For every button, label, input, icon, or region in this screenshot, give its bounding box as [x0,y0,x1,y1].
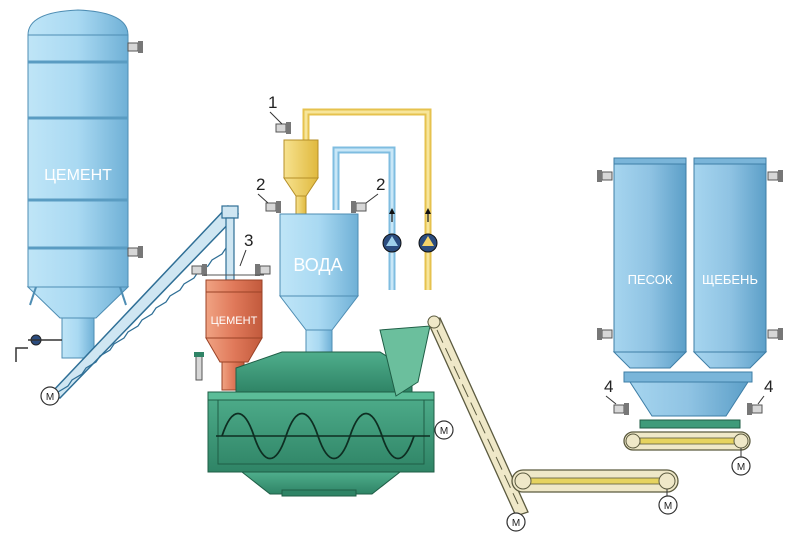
motor-label: M [512,518,520,529]
cement-weigh-hopper: ЦЕМЕНТ [191,264,271,391]
sand-bin: ПЕСОК [597,157,688,369]
motor-label: M [664,501,672,512]
callout-number: 4 [604,377,613,396]
callout-number: 4 [764,377,773,396]
concrete-mixer: M [207,325,454,497]
callout-4-right: 4 [757,377,773,405]
callout-number: 1 [268,93,277,112]
callout-2-right: 2 [365,175,385,204]
pump-icon [382,208,402,253]
callout-number: 3 [244,231,253,250]
gravel-bin-label: ЩЕБЕНЬ [702,272,758,287]
load-cell-icon [265,201,281,213]
load-cell-icon [613,403,629,415]
callout-3: 3 [239,231,253,267]
level-sensor-icon [597,170,613,182]
callout-number: 2 [256,175,265,194]
sand-bin-label: ПЕСОК [628,272,673,287]
aggregate-belt-conveyor: M [623,431,751,476]
water-tank-label: ВОДА [293,255,342,275]
load-cell-icon [191,264,207,276]
water-tank: ВОДА [265,201,367,367]
motor-label: M [440,426,448,437]
motor-icon: M [40,386,60,406]
level-sensor-icon [597,328,613,340]
motor-icon: M [506,512,526,532]
callout-1: 1 [268,93,283,125]
callout-4-left: 4 [604,377,617,405]
motor-icon: M [434,420,454,440]
level-sensor-icon [767,328,783,340]
level-sensor-icon [767,170,783,182]
callout-number: 2 [376,175,385,194]
level-sensor-icon [127,246,143,258]
additive-dispenser [275,122,319,215]
sensor-icon [275,122,291,134]
cement-silo-label: ЦЕМЕНТ [44,167,112,184]
load-cell-icon [747,403,763,415]
gravel-bin: ЩЕБЕНЬ [692,157,783,369]
valve-icon [15,334,62,362]
level-sensor-icon [127,41,143,53]
motor-label: M [737,462,745,473]
aggregate-weigh-hopper [613,371,763,429]
callout-2-left: 2 [256,175,269,204]
inclined-belt-conveyor: M [427,315,529,532]
motor-label: M [46,392,54,403]
cement-hopper-label: ЦЕМЕНТ [211,315,258,327]
load-cell-icon [351,201,367,213]
water-pipes [302,108,438,290]
motor-icon: M [658,495,678,515]
load-cell-icon [255,264,271,276]
pump-icon [418,208,438,253]
motor-icon: M [731,456,751,476]
horizontal-belt-conveyor: M [511,469,679,515]
vibrator-icon [194,352,204,381]
cement-silo: ЦЕМЕНТ [15,9,143,362]
